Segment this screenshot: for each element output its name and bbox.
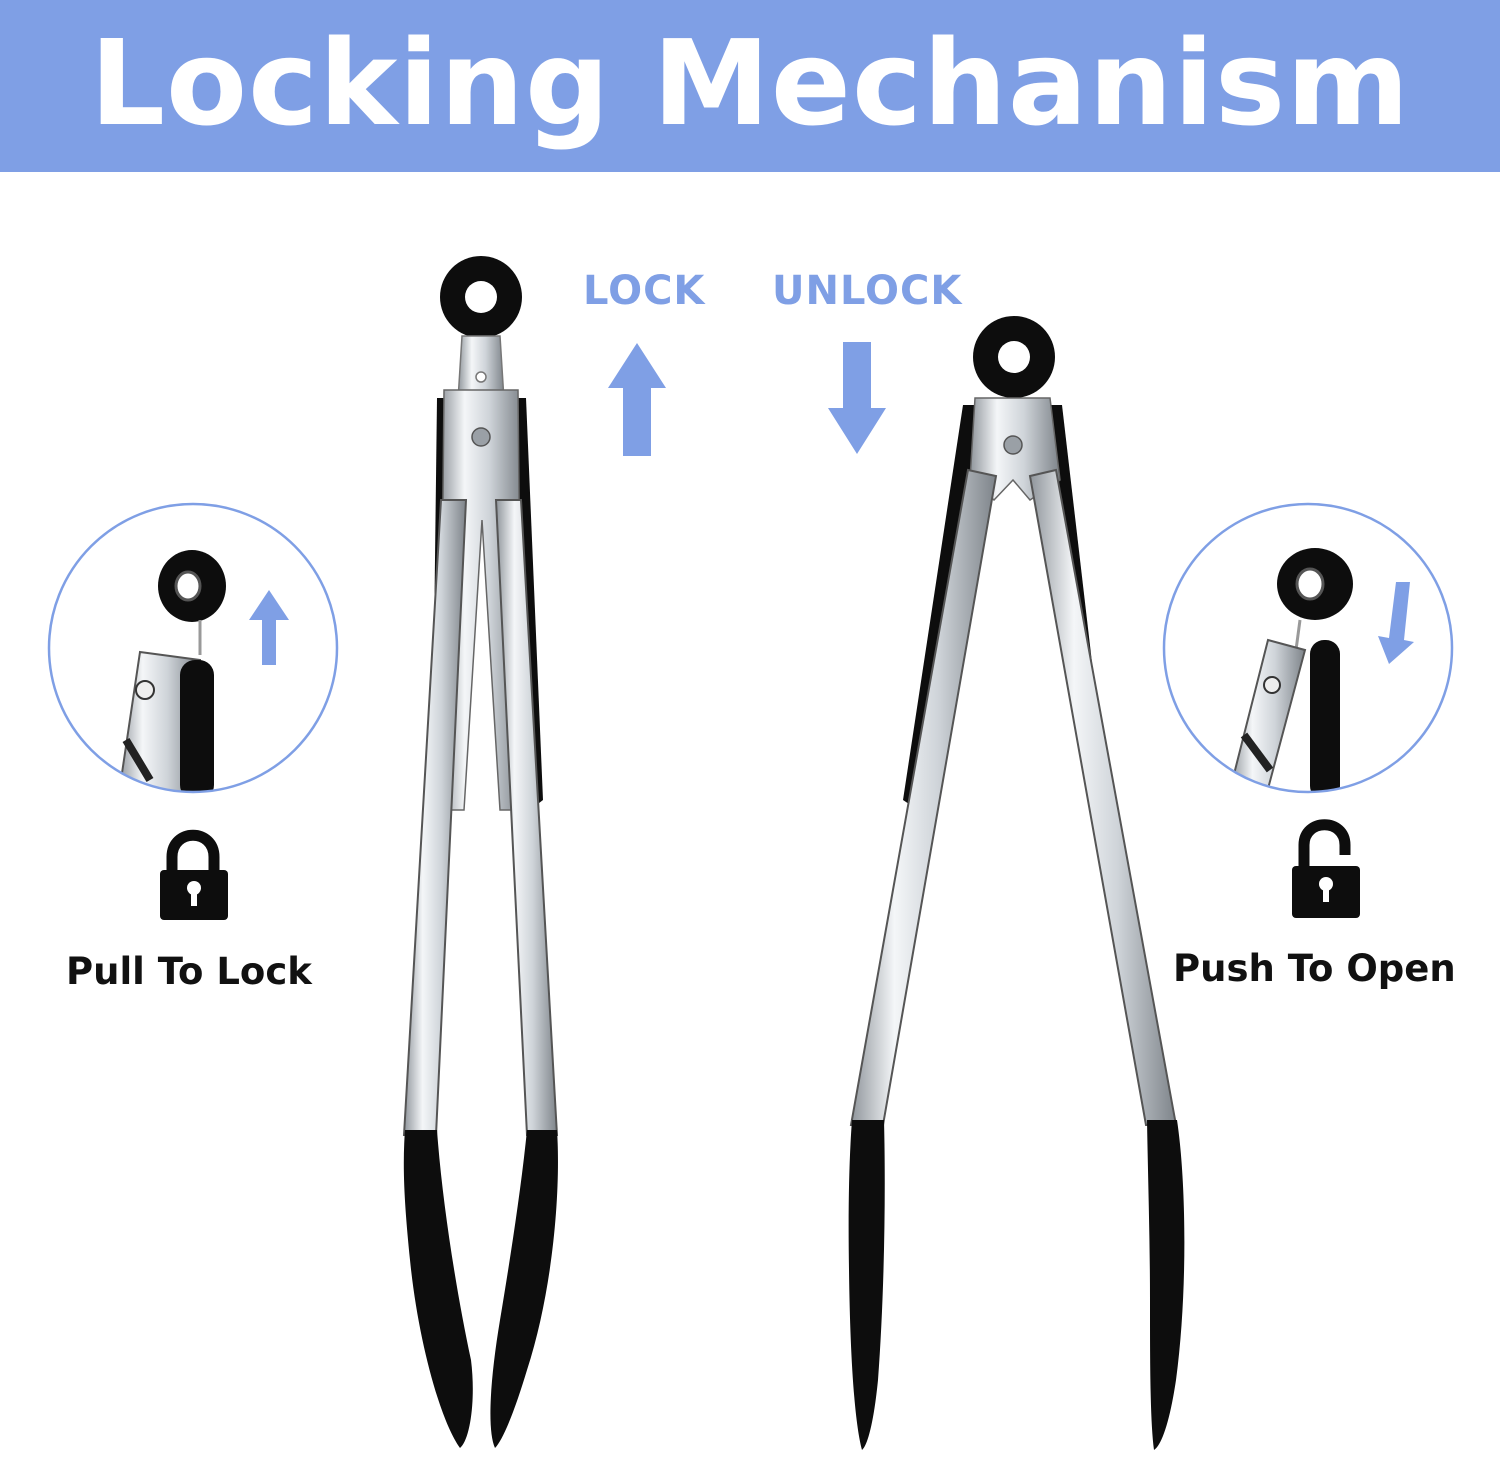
ring-icon xyxy=(1277,548,1353,620)
locked-tong xyxy=(402,256,559,1448)
padlock-closed-icon xyxy=(160,829,228,920)
padlock-open-icon xyxy=(1292,819,1360,918)
arrow-up-icon xyxy=(608,343,666,456)
unlock-detail-circle xyxy=(1162,502,1454,794)
ring-icon xyxy=(973,316,1055,398)
ring-icon xyxy=(158,550,226,622)
ring-icon xyxy=(440,256,522,338)
title-banner: Locking Mechanism xyxy=(0,0,1500,172)
lock-detail-circle xyxy=(47,502,339,794)
arrow-down-icon xyxy=(828,342,886,454)
unlock-direction-label: UNLOCK xyxy=(772,268,963,314)
pull-to-lock-caption: Pull To Lock xyxy=(66,950,312,993)
page-title: Locking Mechanism xyxy=(89,14,1411,152)
lock-direction-label: LOCK xyxy=(583,268,706,314)
push-to-open-caption: Push To Open xyxy=(1173,947,1456,990)
unlocked-tong xyxy=(848,316,1185,1450)
